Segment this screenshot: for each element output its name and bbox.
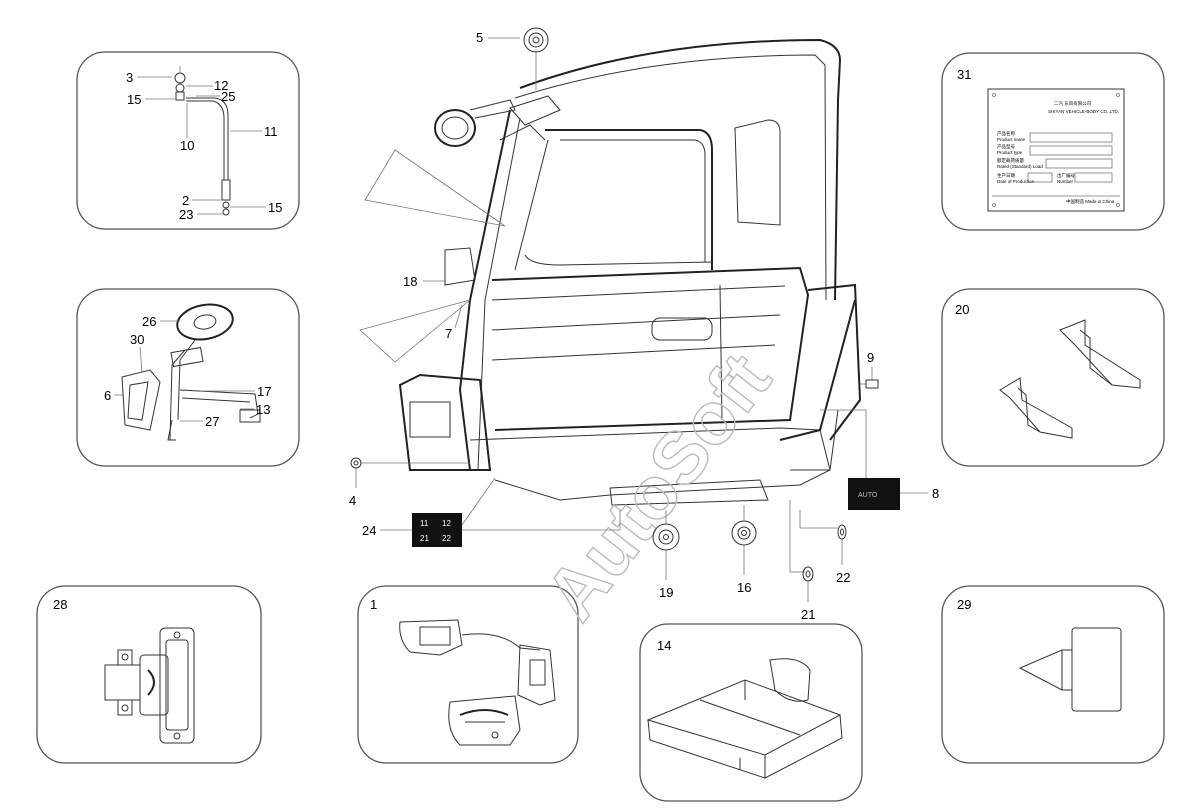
badge-24-a: 11: [420, 519, 429, 528]
badge-24-d: 22: [442, 534, 451, 543]
nameplate-footer: 中国制造 Made in China: [1066, 198, 1115, 205]
callout-25: 25: [221, 89, 235, 104]
nameplate-company-en: SHIYAN VEHICLE-BODY CO.,LTD.: [1048, 109, 1119, 114]
callout-14: 14: [657, 638, 671, 653]
roof-marker-part: [523, 27, 549, 53]
washer-4: [350, 457, 362, 469]
nameplate-drawing: 二汽 东风有限公司 SHIYAN VEHICLE-BODY CO.,LTD. 产…: [987, 88, 1125, 212]
steering-column-drawing: [121, 303, 261, 441]
panel-nameplate: 31 二汽 东风有限公司 SHIYAN VEHICLE-BODY CO.,LTD…: [941, 52, 1165, 231]
callout-1: 1: [370, 597, 377, 612]
callout-10: 10: [180, 138, 194, 153]
callout-16: 16: [737, 580, 751, 595]
steering-shaft-drawing: [174, 66, 231, 216]
callout-26: 26: [142, 314, 156, 329]
nameplate-type-en: Product type: [997, 150, 1023, 155]
panel-steering-shaft: 3 12 25 15 10 11 2 23 15: [76, 51, 300, 230]
watermark-arrows: [359, 149, 506, 363]
badge-24: 11 12 21 22: [412, 513, 462, 547]
callout-13: 13: [256, 402, 270, 417]
brackets-drawing: [999, 319, 1141, 439]
panel-door-hinge: 28: [36, 585, 262, 764]
callout-15b: 15: [268, 200, 282, 215]
hinge-drawing: [104, 627, 195, 744]
badge-8-text: AUTO: [858, 492, 878, 499]
callout-4: 4: [349, 493, 356, 508]
callout-22: 22: [836, 570, 850, 585]
callout-27: 27: [205, 414, 219, 429]
callout-29: 29: [957, 597, 971, 612]
callout-17: 17: [257, 384, 271, 399]
badge-24-b: 12: [442, 519, 451, 528]
callout-7: 7: [445, 326, 452, 341]
nameplate-company: 二汽 东风有限公司: [1054, 100, 1091, 107]
callout-31: 31: [957, 67, 971, 82]
panel-marker-lamp: 29: [941, 585, 1165, 764]
callout-21: 21: [801, 607, 815, 622]
cab-callouts: 5 18 7 9 4 24 11 12: [349, 27, 939, 622]
callout-24: 24: [362, 523, 376, 538]
nameplate-number-en: Number: [1057, 179, 1074, 184]
callout-2: 2: [182, 193, 189, 208]
nameplate-weight-cn: 额定载荷质量: [997, 157, 1024, 164]
nameplate-name-cn: 产品名称: [997, 130, 1015, 137]
floor-cover-drawing: [646, 658, 843, 779]
plug-22: [837, 524, 847, 540]
callout-30: 30: [130, 332, 144, 347]
callout-6: 6: [104, 388, 111, 403]
panel-brackets: 20: [941, 288, 1165, 467]
truck-cab-drawing: [398, 38, 862, 506]
marker-lamp-drawing: [1018, 627, 1122, 712]
plug-21: [802, 566, 814, 582]
callout-3: 3: [126, 70, 133, 85]
grommet-16: [731, 520, 757, 546]
callout-15a: 15: [127, 92, 141, 107]
callout-11: 11: [264, 124, 278, 139]
callout-19: 19: [659, 585, 673, 600]
nameplate-number-cn: 出厂编号: [1057, 172, 1075, 179]
callout-5: 5: [476, 30, 483, 45]
nameplate-name-en: Product name: [997, 137, 1026, 142]
callout-23: 23: [179, 207, 193, 222]
badge-24-c: 21: [420, 534, 429, 543]
callout-12: 12: [214, 78, 228, 93]
badge-8: AUTO: [848, 478, 900, 510]
panel-door-lock: 1: [357, 585, 579, 764]
callout-9: 9: [867, 350, 874, 365]
nameplate-date-cn: 生产日期: [997, 172, 1015, 179]
door-lock-drawing: [399, 619, 556, 746]
callout-20: 20: [955, 302, 969, 317]
callout-28: 28: [53, 597, 67, 612]
panel-steering-column: 26 30 6 27 17 13: [76, 288, 300, 467]
panel-floor-cover: 14: [639, 623, 863, 802]
callout-18: 18: [403, 274, 417, 289]
nameplate-type-cn: 产品型号: [997, 143, 1015, 150]
nameplate-weight-en: Rated (Standard) Load: [997, 164, 1043, 169]
callout-8: 8: [932, 486, 939, 501]
nameplate-date-en: Date of Production: [997, 179, 1035, 184]
